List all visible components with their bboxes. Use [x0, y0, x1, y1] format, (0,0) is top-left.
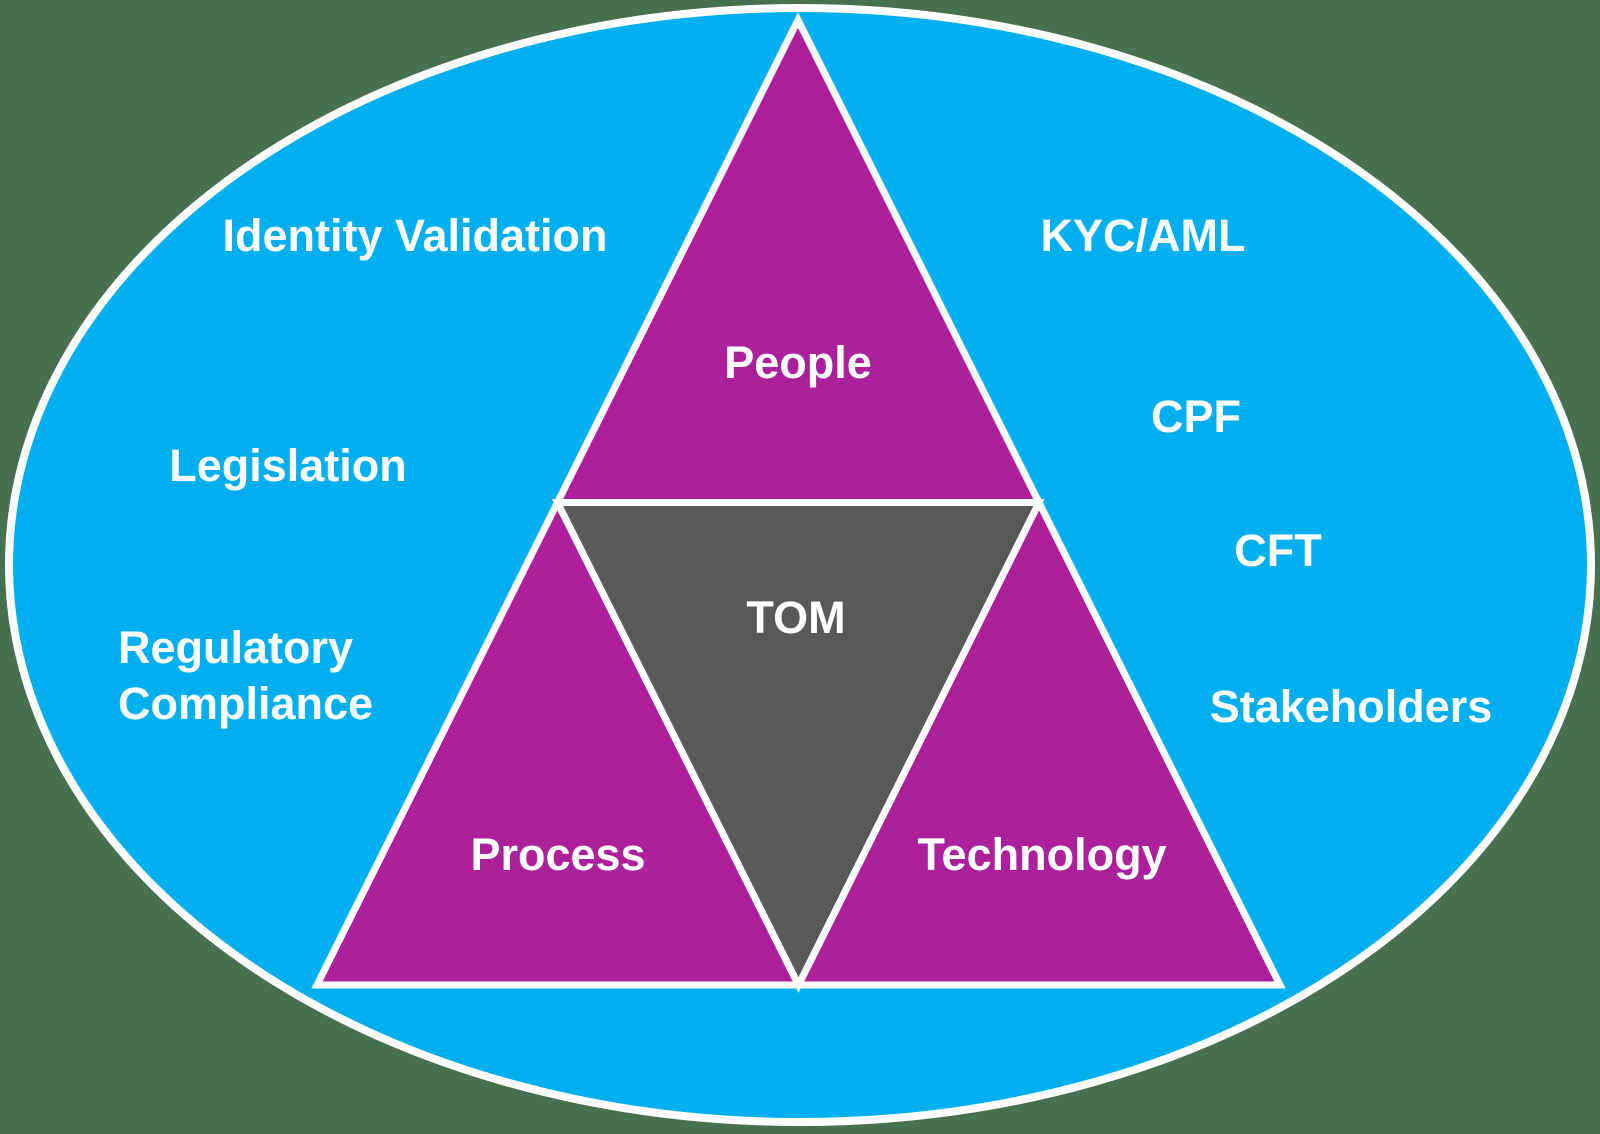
- tom-triangle: [551, 499, 1045, 993]
